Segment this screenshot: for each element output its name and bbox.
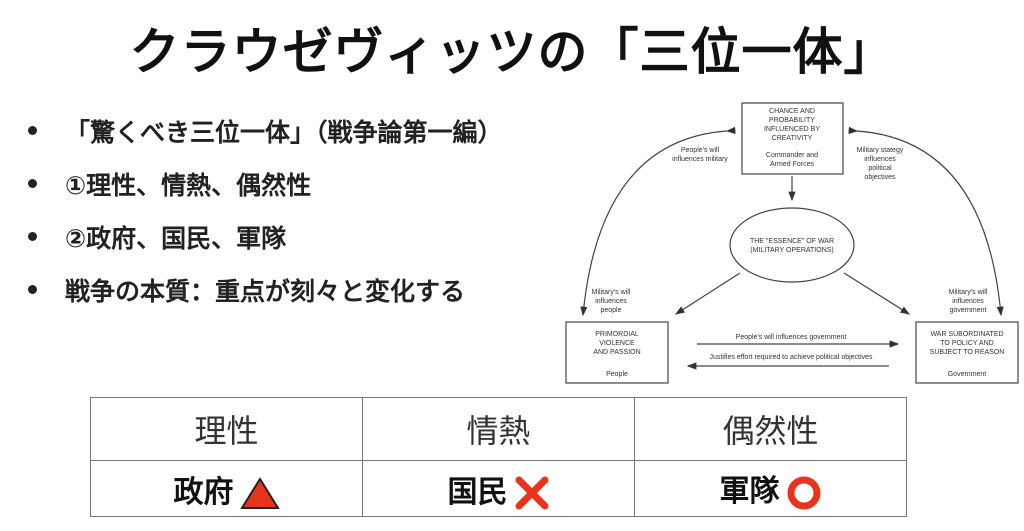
cross-icon bbox=[515, 476, 548, 510]
diagram-text: objectives bbox=[864, 174, 896, 181]
table-cell: 国民 bbox=[362, 460, 635, 517]
bullet-text: 「驚くべき三位一体」（戦争論第一編） bbox=[65, 117, 503, 147]
diagram-text: government bbox=[950, 307, 987, 314]
bullet-text: 戦争の本質：重点が刻々と変化する bbox=[65, 276, 466, 306]
diagram-text: Military's will bbox=[592, 289, 631, 296]
table-cell: 軍隊 bbox=[634, 460, 907, 517]
bullet-dot bbox=[28, 179, 37, 188]
box-chance bbox=[741, 102, 844, 175]
diagram-text: people bbox=[600, 307, 621, 314]
triangle-icon bbox=[239, 477, 280, 509]
diagram-text: Commander and bbox=[766, 152, 818, 159]
cell-label: 軍隊 bbox=[719, 474, 780, 510]
slide-title: クラウゼヴィッツの「三位一体」 bbox=[129, 23, 895, 81]
diagram-text: People bbox=[606, 371, 628, 378]
diagram-text: CREATIVITY bbox=[772, 135, 813, 142]
diagram-text: Justifies effort required to achieve pol… bbox=[710, 354, 873, 361]
diagram-text: PROBABILITY bbox=[769, 117, 815, 124]
bullet-item: ①理性、情熱、偶然性 bbox=[28, 157, 503, 210]
diagram-text: TO POLICY AND bbox=[940, 340, 993, 347]
bullet-list: 「驚くべき三位一体」（戦争論第一編） ①理性、情熱、偶然性 ②政府、国民、軍隊 … bbox=[28, 104, 503, 316]
diagram-text: influences bbox=[595, 298, 627, 305]
diagram-text: (MILITARY OPERATIONS) bbox=[750, 247, 834, 254]
cell-label: 政府 bbox=[173, 474, 234, 510]
trinity-diagram: CHANCE AND PROBABILITY INFLUENCED BY CRE… bbox=[565, 102, 1019, 384]
diagram-text: influences bbox=[864, 156, 896, 163]
diagram-text: influences military bbox=[672, 156, 728, 163]
circle-icon bbox=[787, 476, 820, 510]
box-reason bbox=[915, 321, 1019, 384]
diagram-text: Military's will bbox=[949, 289, 988, 296]
diagram-text: PRIMORDIAL bbox=[595, 331, 639, 338]
bullet-dot bbox=[28, 285, 37, 294]
diagram-text: People's will influences government bbox=[736, 334, 847, 341]
diagram-text: VIOLENCE bbox=[599, 340, 635, 347]
table-cell: 政府 bbox=[90, 460, 363, 517]
bullet-dot bbox=[28, 232, 37, 241]
diagram-text: People's will bbox=[681, 147, 720, 154]
diagram-text: Government bbox=[948, 371, 987, 378]
diagram-text: SUBJECT TO REASON bbox=[930, 349, 1005, 356]
table-header-row: 理性 情熱 偶然性 bbox=[90, 397, 907, 461]
ellipse-essence bbox=[729, 207, 855, 283]
diagram-text: WAR SUBORDINATED bbox=[930, 331, 1003, 338]
box-passion bbox=[565, 321, 669, 384]
diagram-text: CHANCE AND bbox=[769, 108, 815, 115]
header-cell: 理性 bbox=[90, 397, 363, 461]
header-cell: 偶然性 bbox=[634, 397, 907, 461]
diagram-text: Armed Forces bbox=[770, 161, 814, 168]
bullet-item: 「驚くべき三位一体」（戦争論第一編） bbox=[28, 104, 503, 157]
bullet-item: ②政府、国民、軍隊 bbox=[28, 210, 503, 263]
bullet-item: 戦争の本質：重点が刻々と変化する bbox=[28, 263, 503, 316]
diagram-text: THE "ESSENCE" OF WAR bbox=[750, 238, 834, 245]
header-cell: 情熱 bbox=[362, 397, 635, 461]
table-row: 政府 国民 軍隊 bbox=[90, 460, 907, 517]
diagram-text: influences bbox=[952, 298, 984, 305]
diagram-text: Military stategy bbox=[857, 147, 904, 154]
diagram-text: AND PASSION bbox=[593, 349, 640, 356]
diagram-text: INFLUENCED BY bbox=[764, 126, 820, 133]
cell-label: 国民 bbox=[447, 474, 508, 510]
bullet-dot bbox=[28, 126, 37, 135]
diagram-text: political bbox=[868, 165, 892, 172]
bullet-text: ①理性、情熱、偶然性 bbox=[65, 170, 312, 200]
trinity-table: 理性 情熱 偶然性 政府 国民 軍隊 bbox=[90, 397, 907, 517]
bullet-text: ②政府、国民、軍隊 bbox=[65, 223, 287, 253]
